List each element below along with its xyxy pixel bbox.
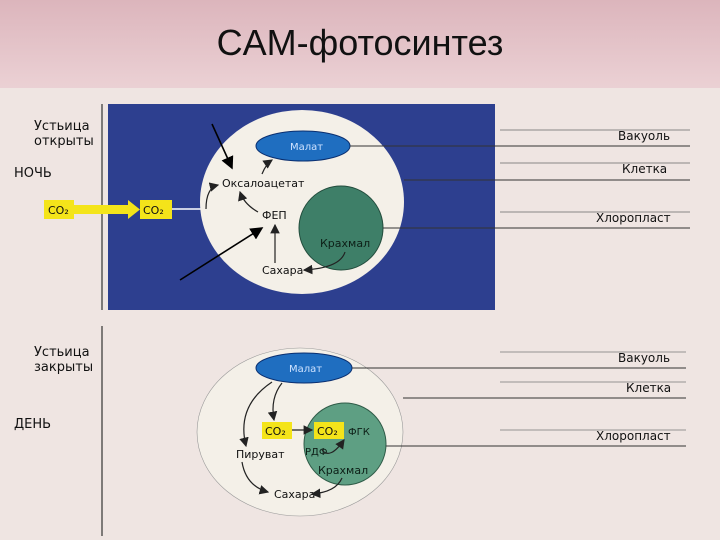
night-co2-outside: CO₂ [48, 204, 69, 217]
night-stomata-line1: Устьица [34, 119, 90, 134]
night-sugars: Сахара [262, 264, 303, 277]
day-period-label: ДЕНЬ [14, 417, 51, 432]
night-vacuole-label: Вакуоль [618, 129, 670, 143]
night-chloroplast-label: Хлоропласт [596, 211, 671, 225]
night-oxaloacetate: Оксалоацетат [222, 177, 305, 190]
day-starch: Крахмал [318, 464, 368, 477]
day-vacuole-label: Вакуоль [618, 351, 670, 365]
night-malate: Малат [290, 142, 323, 153]
slide-title: CAM-фотосинтез [0, 22, 720, 64]
day-stomata-line1: Устьица [34, 345, 90, 360]
day-sugars: Сахара [274, 488, 315, 501]
night-cell-label: Клетка [622, 162, 667, 176]
night-period-label: НОЧЬ [14, 166, 52, 181]
day-chloroplast-label: Хлоропласт [596, 429, 671, 443]
night-co2-inside: CO₂ [143, 204, 164, 217]
cam-diagram-svg: Устьица открыты НОЧЬ CO₂ CO₂ Малат Оксал… [0, 88, 720, 540]
day-cell-label: Клетка [626, 381, 671, 395]
day-pga: ФГК [348, 427, 370, 438]
day-co2-left: CO₂ [265, 425, 286, 438]
night-starch: Крахмал [320, 237, 370, 250]
night-pep: ФЕП [262, 209, 287, 222]
night-co2-arrow [74, 205, 130, 214]
night-stomata-line2: открыты [34, 134, 94, 149]
day-stomata-line2: закрыты [34, 360, 93, 375]
day-co2-right: CO₂ [317, 425, 338, 438]
day-pyruvate: Пируват [236, 448, 285, 461]
day-malate: Малат [289, 364, 322, 375]
night-chloroplast [299, 186, 383, 270]
cam-diagram: Устьица открыты НОЧЬ CO₂ CO₂ Малат Оксал… [0, 88, 720, 540]
